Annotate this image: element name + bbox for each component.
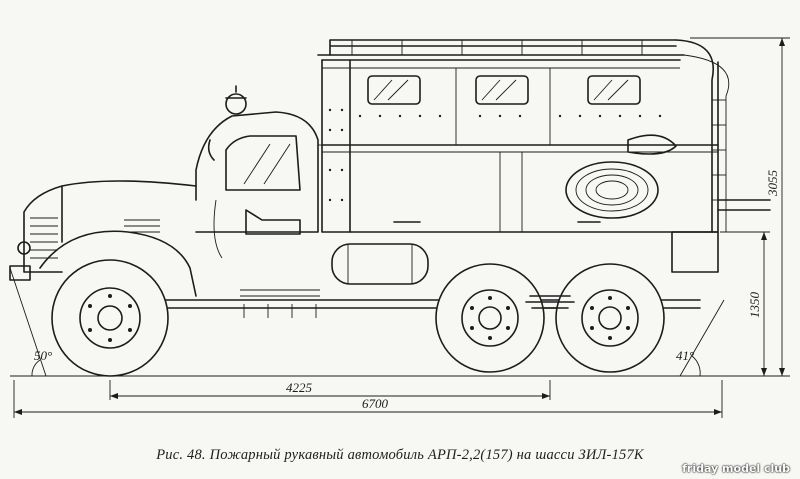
overall-height-label: 3055 [765, 170, 780, 198]
overall-length-label: 6700 [362, 396, 389, 411]
floor-height-label: 1350 [747, 292, 762, 319]
watermark: friday model club [682, 462, 790, 475]
rear-leaf-spring [525, 295, 575, 309]
cab [195, 85, 322, 259]
figure-caption: Рис. 48. Пожарный рукавный автомобиль АР… [156, 447, 644, 463]
rear-wheel [555, 263, 665, 373]
rear-body [317, 39, 730, 233]
departure-angle-label: 41° [676, 348, 694, 363]
front-wheel [51, 259, 169, 377]
dimension-lines [9, 37, 790, 418]
wheelbase-label: 4225 [286, 380, 313, 395]
hood-and-front [9, 180, 197, 297]
middle-wheel [435, 263, 545, 373]
approach-angle-label: 50° [34, 348, 52, 363]
